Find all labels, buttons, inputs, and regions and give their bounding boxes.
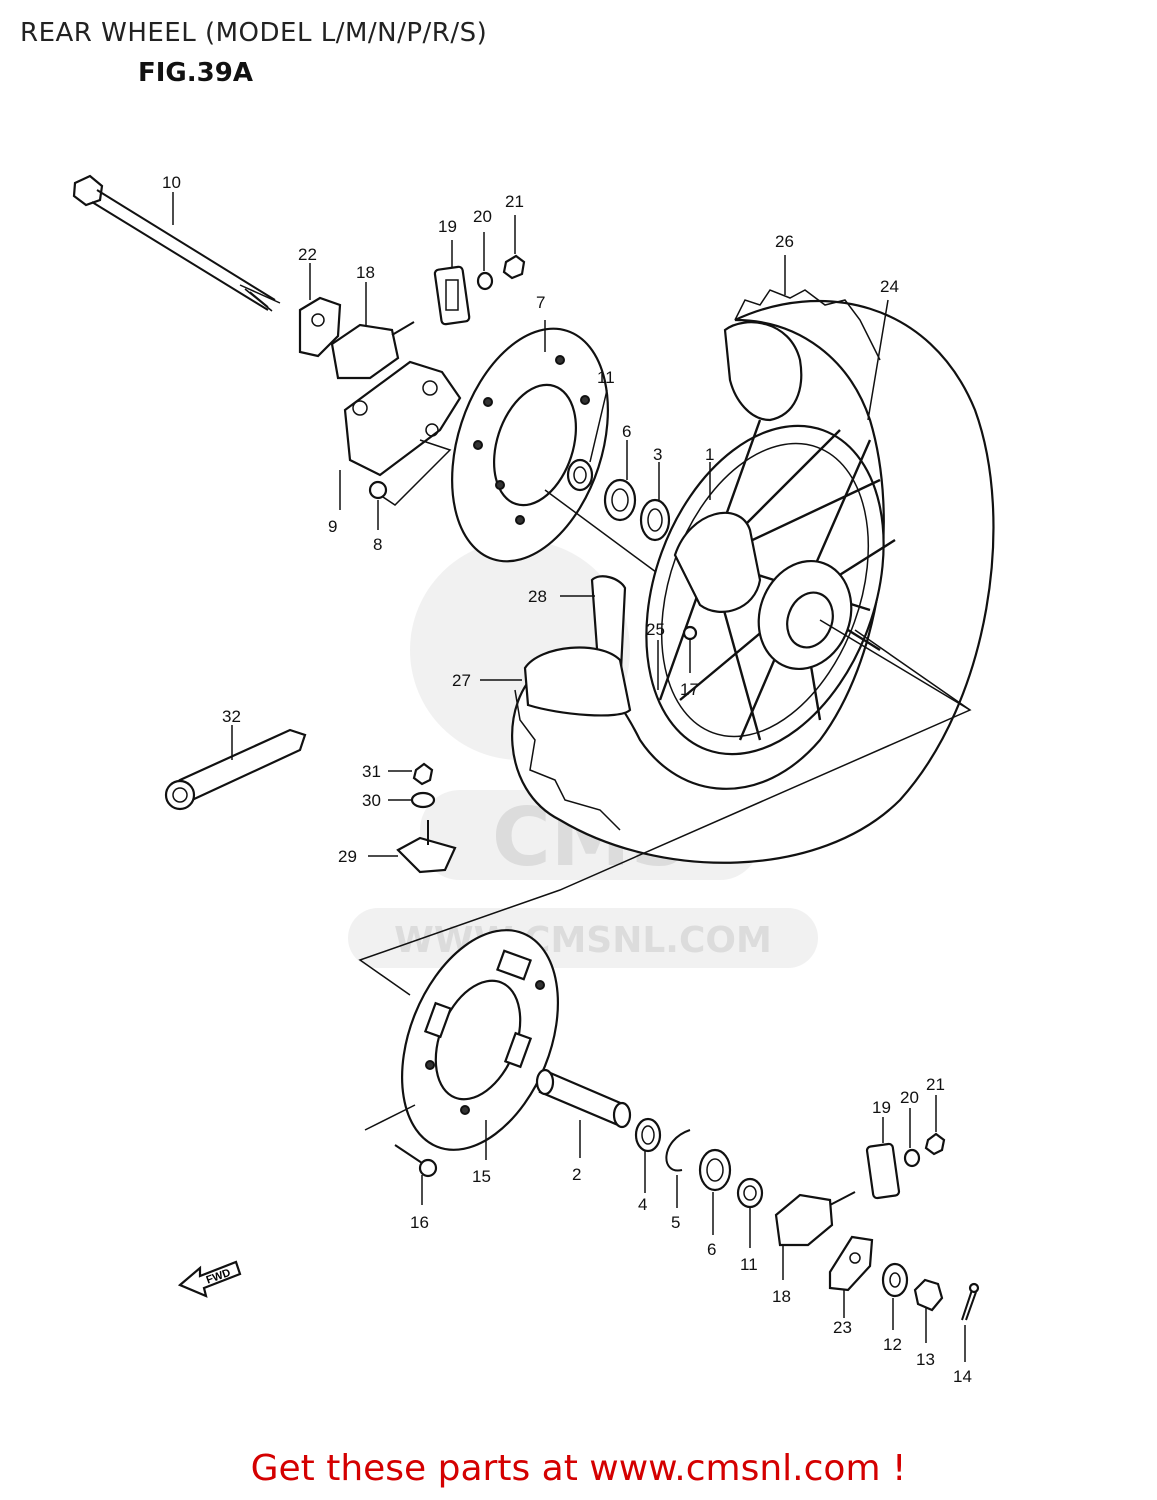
callout-9: 9	[328, 517, 337, 536]
callout-18: 18	[356, 263, 375, 282]
forward-direction-arrow: FWD	[177, 1260, 242, 1298]
collar-top	[566, 389, 608, 492]
axle-part	[72, 174, 281, 312]
chain-adjuster-plate	[298, 263, 342, 358]
callout-16: 16	[410, 1213, 429, 1232]
caliper-bolt	[368, 480, 388, 530]
bearing-lower	[634, 1117, 662, 1193]
callout-21-lower: 21	[926, 1075, 945, 1094]
sprocket-bolt	[394, 1144, 438, 1205]
callout-11: 11	[597, 368, 615, 387]
callout-26: 26	[775, 232, 794, 251]
callout-17: 17	[680, 680, 699, 699]
brake-disc	[451, 320, 661, 576]
callout-8: 8	[373, 535, 382, 554]
spoke-wrench	[164, 725, 307, 811]
callout-24: 24	[880, 277, 899, 296]
callout-18-lower: 18	[772, 1287, 791, 1306]
callout-19: 19	[438, 217, 457, 236]
oil-seal-lower	[698, 1148, 732, 1235]
callout-15: 15	[472, 1167, 491, 1186]
callout-23: 23	[833, 1318, 852, 1337]
wheel-spacer-long	[535, 1068, 632, 1158]
axle-nut	[913, 1278, 944, 1343]
callout-20: 20	[473, 207, 492, 226]
page-title: REAR WHEEL (MODEL L/M/N/P/R/S)	[20, 18, 488, 48]
callout-6: 6	[622, 422, 631, 441]
collar-lower	[736, 1177, 764, 1248]
callout-31: 31	[362, 762, 381, 781]
callout-labels: 10 22 18 19 20 21 26 24 7 11 6 3 1 9 8 2…	[162, 173, 972, 1386]
callout-2: 2	[572, 1165, 581, 1184]
wheel-assembly	[645, 299, 971, 756]
callout-12: 12	[883, 1335, 902, 1354]
rear-sprocket	[364, 929, 559, 1160]
callout-28: 28	[528, 587, 547, 606]
callout-29: 29	[338, 847, 357, 866]
callout-5: 5	[671, 1213, 680, 1232]
callout-22: 22	[298, 245, 317, 264]
callout-7: 7	[536, 293, 545, 312]
axle-washer	[881, 1262, 909, 1330]
callout-13: 13	[916, 1350, 935, 1369]
callout-14: 14	[953, 1367, 972, 1386]
callout-3: 3	[653, 445, 662, 464]
watermark-url: WWW.CMSNL.COM	[394, 920, 772, 961]
bearing-top	[603, 440, 637, 522]
callout-21: 21	[505, 192, 524, 211]
tire-section	[358, 629, 972, 996]
callout-20-lower: 20	[900, 1088, 919, 1107]
footer-cta-link[interactable]: Get these parts at www.cmsnl.com !	[250, 1448, 907, 1489]
callout-30: 30	[362, 791, 381, 810]
rim-lock	[368, 762, 457, 874]
callout-25: 25	[646, 620, 665, 639]
adjuster-block-lower	[865, 1095, 946, 1200]
callout-1: 1	[705, 445, 714, 464]
callout-6-lower: 6	[707, 1240, 716, 1259]
circlip	[665, 1129, 691, 1208]
caliper-bracket	[339, 360, 462, 510]
callout-27: 27	[452, 671, 471, 690]
spoke-and-nipple	[657, 625, 698, 690]
callout-4: 4	[638, 1195, 647, 1214]
fwd-label: FWD	[205, 1267, 233, 1287]
chain-adjuster-left	[330, 282, 415, 380]
callout-11-lower: 11	[740, 1255, 758, 1274]
figure-number: FIG.39A	[138, 58, 253, 88]
spacer-top	[639, 462, 671, 542]
callout-32: 32	[222, 707, 241, 726]
inner-tube	[723, 255, 803, 422]
callout-19-lower: 19	[872, 1098, 891, 1117]
chain-adjuster-right	[774, 1191, 856, 1280]
adjuster-block-top	[433, 215, 526, 326]
callout-10: 10	[162, 173, 181, 192]
cotter-pin	[961, 1282, 980, 1362]
adjuster-plate-right	[828, 1235, 874, 1318]
